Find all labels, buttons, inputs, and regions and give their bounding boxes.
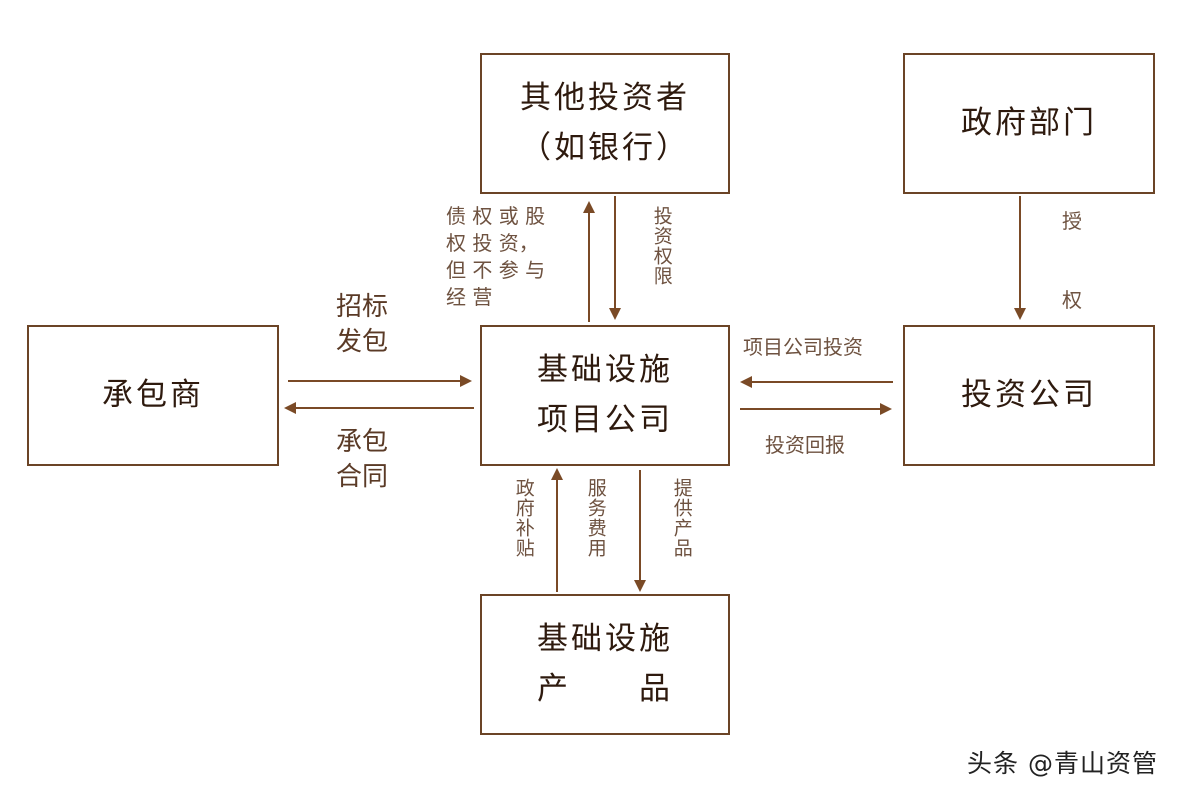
- label-gov-subsidy: 政府补贴: [512, 478, 535, 558]
- government-box: 政府部门: [903, 53, 1155, 194]
- label-provide-product: 提供产品: [670, 478, 693, 558]
- project-company-box: 基础设施 项目公司: [480, 325, 730, 466]
- project-company-line2: 项目公司: [537, 401, 673, 438]
- investment-company-box: 投资公司: [903, 325, 1155, 466]
- watermark: 头条 @青山资管: [967, 749, 1158, 778]
- label-invest-return: 投资回报: [765, 433, 845, 457]
- label-invest-authority: 投资权限: [650, 206, 673, 286]
- investment-company-label: 投资公司: [961, 376, 1097, 413]
- product-line2: 产 品: [537, 670, 673, 707]
- label-authorize-1: 授: [1062, 209, 1082, 233]
- label-authorize-2: 权: [1062, 288, 1082, 312]
- label-debt-equity: 债 权 或 股 权 投 资， 但 不 参 与 经 营: [446, 204, 546, 309]
- label-bidding: 招标 发包: [336, 292, 389, 358]
- government-label: 政府部门: [961, 104, 1097, 141]
- label-company-invest: 项目公司投资: [743, 335, 863, 359]
- label-service-fee: 服务费用: [584, 478, 607, 558]
- contractor-label: 承包商: [102, 376, 204, 413]
- investors-line2: （如银行）: [520, 129, 690, 166]
- investors-line1: 其他投资者: [520, 79, 690, 116]
- product-box: 基础设施 产 品: [480, 594, 730, 735]
- investors-box: 其他投资者 （如银行）: [480, 53, 730, 194]
- project-company-line1: 基础设施: [537, 351, 673, 388]
- product-line1: 基础设施: [537, 620, 673, 657]
- contractor-box: 承包商: [27, 325, 279, 466]
- label-contract: 承包 合同: [336, 427, 389, 493]
